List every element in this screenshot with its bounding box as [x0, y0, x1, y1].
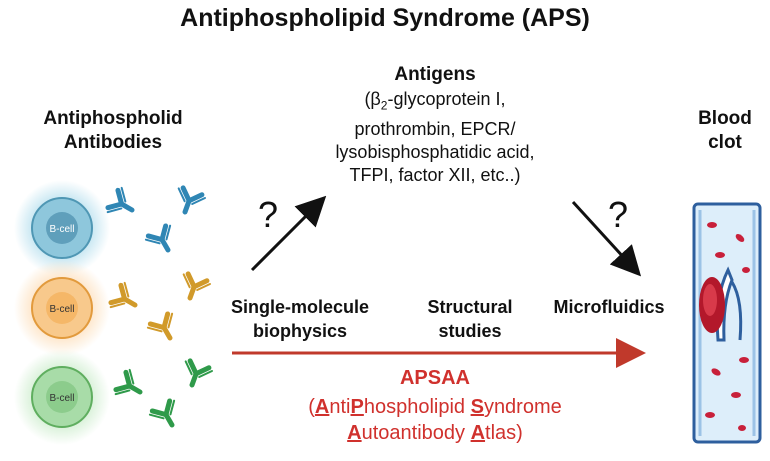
apsaa-fullname-line1: (AntiPhospholipid Syndrome [308, 396, 562, 418]
arrow-to-antigens [250, 195, 327, 272]
blood-clot-heading: Blood clot [698, 108, 752, 153]
b-cell-blue: B-cell [14, 180, 110, 276]
apsaa-fullname-line2: Autoantibody Atlas) [347, 422, 523, 444]
b-cell-label: B-cell [49, 224, 74, 235]
b-cell-green: B-cell [14, 349, 110, 445]
blood-vessel-illustration [692, 202, 762, 444]
antigens-line4: TFPI, factor XII, etc..) [349, 164, 521, 185]
antibodies-heading: Antiphospholid Antibodies [18, 107, 208, 155]
antibodies-heading-line1: Antiphospholid [43, 108, 183, 129]
antigens-line1: (β2-glycoprotein I, [364, 89, 506, 113]
question-mark-right: ? [608, 194, 629, 235]
antigens-line3: lysobisphosphatidic acid, [335, 141, 535, 162]
antigens-list: (β2-glycoprotein I, prothrombin, EPCR/ l… [300, 88, 570, 187]
red-blood-cells [705, 222, 750, 431]
b-cell-gold: B-cell [14, 260, 110, 356]
method-single-molecule: Single-molecule biophysics [230, 297, 370, 341]
b-cell-label: B-cell [49, 393, 74, 404]
antigens-line2: prothrombin, EPCR/ [354, 118, 516, 139]
b-cell-label: B-cell [49, 304, 74, 315]
arrow-to-clot [571, 200, 642, 277]
antibodies-heading-line2: Antibodies [63, 132, 163, 153]
antigens-heading: Antigens [394, 64, 476, 85]
method-structural: Structural studies [427, 297, 513, 341]
apsaa-fullname: (AntiPhospholipid Syndrome Autoantibody … [245, 394, 625, 446]
apsaa-title: APSAA [399, 367, 470, 389]
vessel-wall [692, 202, 762, 444]
question-mark-left: ? [258, 194, 279, 235]
b-cell-antibody-illustration: B-cell B-cell B-cell [14, 180, 215, 445]
page-title: Antiphospholipid Syndrome (APS) [180, 4, 590, 32]
method-microfluidics: Microfluidics [553, 297, 665, 317]
